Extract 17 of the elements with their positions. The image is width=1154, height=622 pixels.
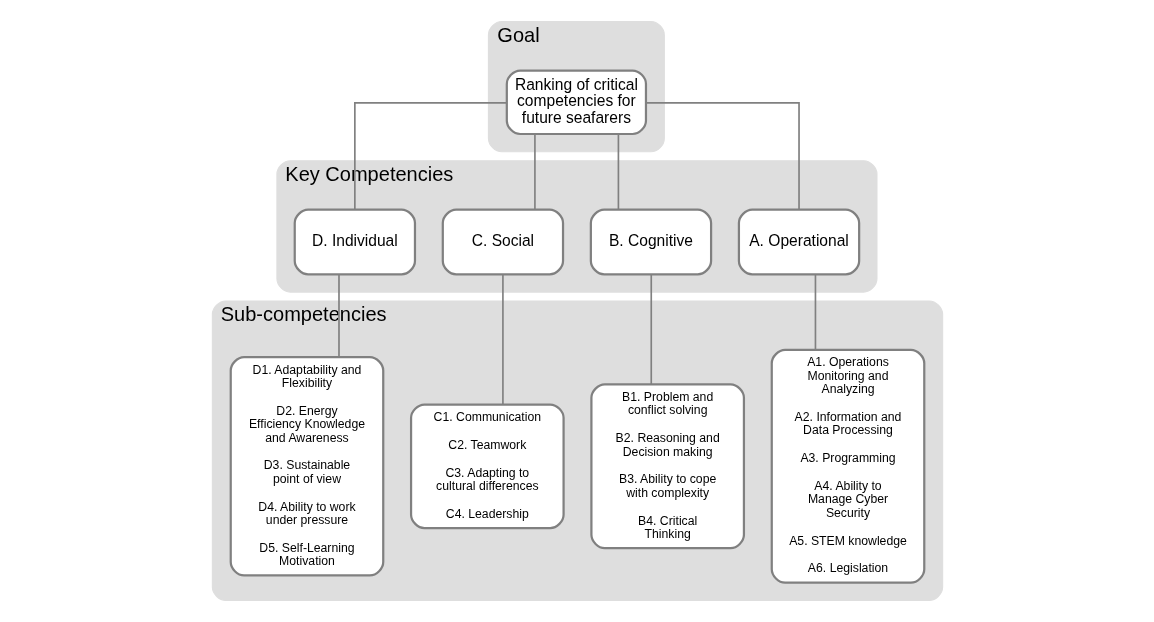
node-box: B. Cognitive — [589, 208, 712, 276]
node-box: C. Social — [441, 208, 564, 276]
connector — [814, 273, 816, 351]
connector — [533, 133, 536, 211]
node-box: B1. Problem and conflict solving B2. Reasoning and Decision making B3. Ability to cope with complexity B4. Critical Thinking — [589, 383, 745, 550]
connector — [353, 102, 507, 211]
connector — [644, 102, 800, 211]
node-box: D. Individual — [293, 208, 416, 276]
connector — [501, 273, 504, 406]
connector — [649, 273, 652, 386]
node-box: A1. Operations Monitoring and Analyzing A2. Information and Data Processing A3. Programming A4. Ability to Manage Cyber Security A5. STEM knowledge A6. Legislation — [770, 348, 925, 584]
connector — [617, 133, 619, 211]
node-box: Ranking of critical competencies for future seafarers — [505, 69, 647, 136]
node-box: A. Operational — [737, 208, 860, 276]
connector — [337, 273, 340, 358]
node-box: D1. Adaptability and Flexibility D2. Energy Efficiency Knowledge and Awareness D3. Sustainable point of view D4. Ability to work under pressure D5. Self-Learning Motivation — [229, 356, 384, 577]
node-box: C1. Communication C2. Teamwork C3. Adapting to cultural differences C4. Leadership — [409, 403, 565, 530]
